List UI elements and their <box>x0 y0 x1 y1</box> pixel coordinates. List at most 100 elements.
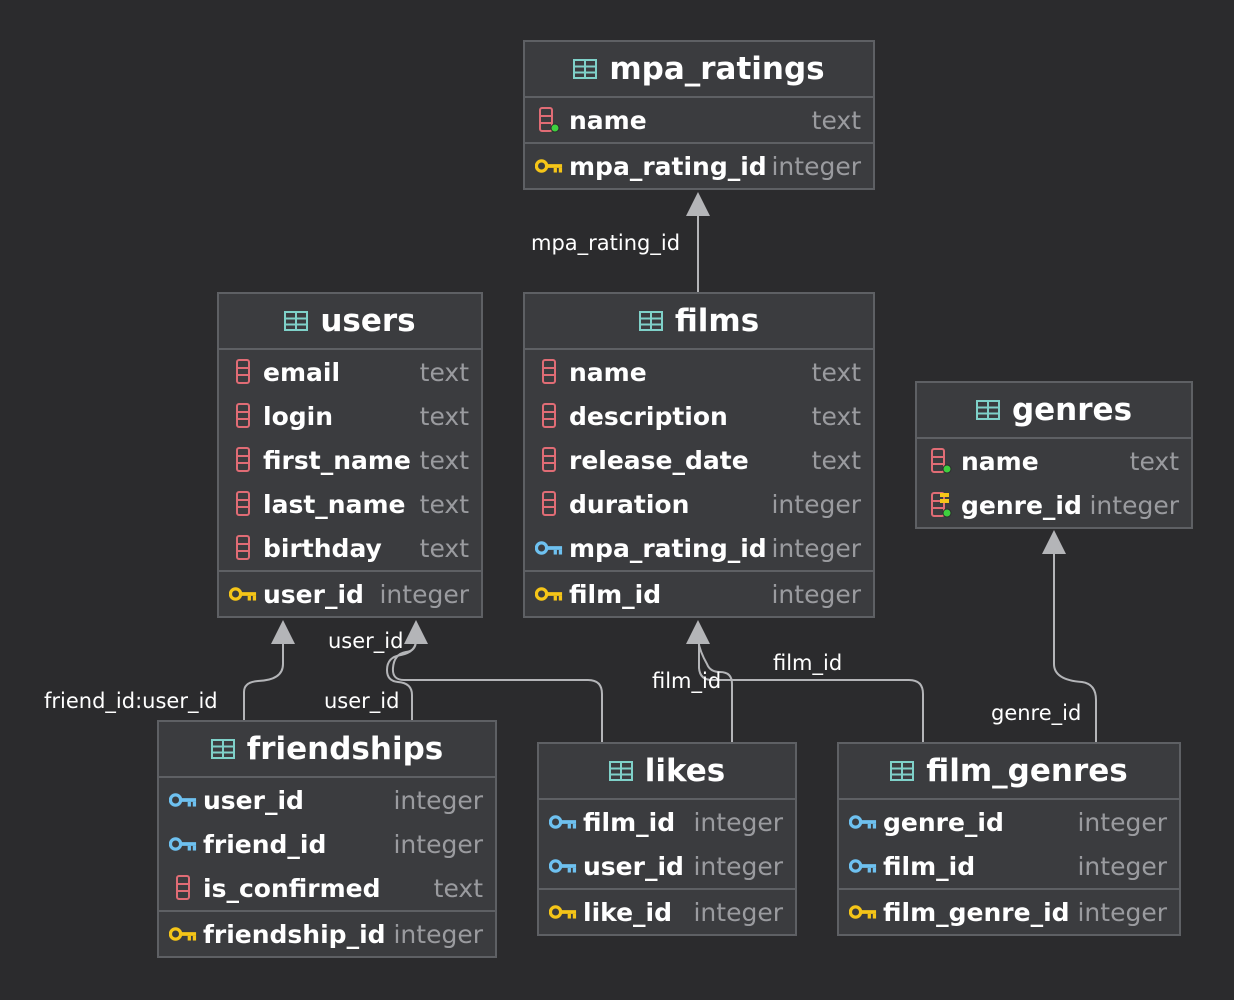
column-name: mpa_rating_id <box>569 533 767 563</box>
column-icon <box>535 359 563 385</box>
table-name: likes <box>644 753 726 789</box>
column-name: birthday <box>263 533 382 563</box>
column-name: email <box>263 357 341 387</box>
column-name: last_name <box>263 489 406 519</box>
column-type: text <box>419 533 469 563</box>
edge-label-likes-user: user_id <box>328 629 404 653</box>
column-row[interactable]: login text <box>219 394 481 438</box>
column-type: integer <box>771 489 861 519</box>
edge-label-likes-film: film_id <box>652 669 722 693</box>
table-header: friendships <box>159 722 495 778</box>
column-type: text <box>419 489 469 519</box>
edge-likes-films <box>697 639 733 742</box>
column-name: description <box>569 401 728 431</box>
column-icon <box>535 403 563 429</box>
table-header: films <box>525 294 873 350</box>
column-row[interactable]: last_name text <box>219 482 481 526</box>
table-icon <box>573 59 598 79</box>
table-name: users <box>320 303 416 339</box>
column-type: integer <box>771 533 861 563</box>
column-name: release_date <box>569 445 749 475</box>
column-icon <box>535 447 563 473</box>
column-type: integer <box>1077 851 1167 881</box>
column-name: film_genre_id <box>883 897 1070 927</box>
column-name: name <box>569 357 647 387</box>
column-name: is_confirmed <box>203 873 381 903</box>
column-name: friendship_id <box>203 919 386 949</box>
column-name: mpa_rating_id <box>569 151 767 181</box>
table-name: friendships <box>246 731 444 767</box>
column-type: text <box>1129 446 1179 476</box>
column-name: film_id <box>569 579 662 609</box>
arrowhead-mpa-ratings <box>686 192 710 216</box>
edge-film-genres-films <box>698 640 924 742</box>
foreign-key-icon <box>535 535 563 561</box>
key-divider <box>539 888 795 890</box>
column-name: user_id <box>583 851 684 881</box>
column-icon <box>229 491 257 517</box>
edge-label-film-genres-film: film_id <box>773 651 843 675</box>
column-icon <box>535 491 563 517</box>
column-row[interactable]: birthday text <box>219 526 481 570</box>
column-name: film_id <box>883 851 976 881</box>
column-name: login <box>263 401 334 431</box>
key-divider <box>159 910 495 912</box>
column-type: text <box>811 357 861 387</box>
column-type: integer <box>771 579 861 609</box>
table-name: genres <box>1011 392 1133 428</box>
column-row[interactable]: film_id integer <box>839 844 1179 888</box>
column-type: integer <box>1089 490 1179 520</box>
primary-key-icon <box>849 899 877 925</box>
column-name: genre_id <box>961 490 1082 520</box>
column-row[interactable]: name text <box>525 350 873 394</box>
foreign-key-icon <box>849 809 877 835</box>
column-row[interactable]: film_id integer <box>525 572 873 616</box>
column-row[interactable]: is_confirmed text <box>159 866 495 910</box>
edge-film-genres-genres <box>1053 554 1097 742</box>
column-type: text <box>419 401 469 431</box>
edge-label-friendships-user: user_id <box>324 689 400 713</box>
key-divider <box>219 570 481 572</box>
column-type: text <box>433 873 483 903</box>
arrowhead-users-right <box>404 620 428 644</box>
column-name: like_id <box>583 897 673 927</box>
table-header: film_genres <box>839 744 1179 800</box>
column-type: text <box>811 105 861 135</box>
column-name: genre_id <box>883 807 1004 837</box>
table-icon <box>210 739 235 759</box>
column-index-icon <box>927 492 955 518</box>
column-icon <box>229 359 257 385</box>
table-name: films <box>674 303 760 339</box>
table-icon <box>608 761 633 781</box>
foreign-key-icon <box>549 809 577 835</box>
column-name: user_id <box>203 785 304 815</box>
column-type: text <box>419 445 469 475</box>
edge-label-film-genres-genre: genre_id <box>991 701 1082 725</box>
